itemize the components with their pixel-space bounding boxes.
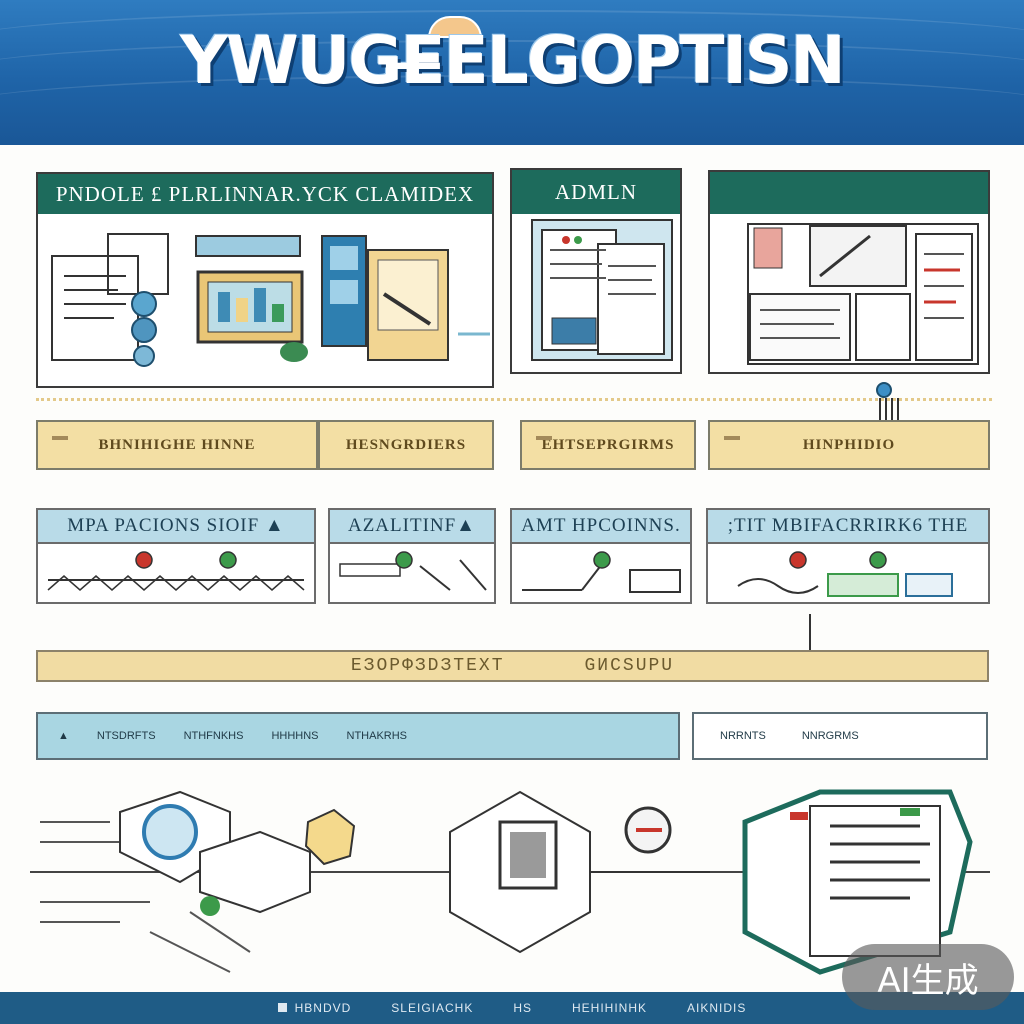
connector-line <box>809 614 811 664</box>
plant-icon <box>280 342 308 362</box>
bar-marker <box>536 436 552 440</box>
user-icon <box>133 345 155 367</box>
banner-wave <box>0 10 1024 70</box>
footer-item: AIKNIDIS <box>687 1001 747 1015</box>
timeline-graphic <box>47 551 305 591</box>
ai-generated-watermark: AI生成 <box>842 944 1014 1010</box>
info-item: NTHAKRHS <box>346 730 408 742</box>
status-bar-2: HESNGRDIERS <box>318 420 494 470</box>
chat-bubble-icon <box>142 804 198 860</box>
bar-marker <box>724 436 740 440</box>
user-icon <box>131 317 157 343</box>
list-card-icon <box>915 233 973 361</box>
metric-card-1: MPA PACIONS SIOIF ▲ <box>36 508 316 604</box>
panel-title: ADMLN <box>512 170 680 214</box>
panel-title: PNDOLE £ PLRLINNAR.YCK CLAMIDEX <box>38 174 492 214</box>
document-icon <box>51 255 139 361</box>
info-bar-right: NRRNTS NNRGRMS <box>692 712 988 760</box>
summary-right: GИCSUPU <box>584 656 675 676</box>
banner-title: YWUGE̶ELGOPTISN <box>180 22 846 99</box>
panel-illustration <box>512 214 680 372</box>
network-diagram <box>30 789 990 975</box>
banner-wave <box>0 40 1024 100</box>
panel-illustration <box>710 214 988 372</box>
footer-item: HEHIHINHK <box>572 1001 648 1015</box>
footer-bar: HBNDVD SLEIGIACHK HS HEHIHINHK AIKNIDIS <box>0 992 1024 1024</box>
status-dot-green <box>869 551 887 569</box>
map-card-icon <box>809 225 907 287</box>
status-dot-green <box>593 551 611 569</box>
hexagon-node <box>304 808 356 866</box>
status-label: EHTSEPRGIRMS <box>541 436 675 453</box>
status-bar-4: HINPHIDIO <box>708 420 990 470</box>
dashboard-illustration <box>747 223 979 365</box>
metric-card-title: AZALITINF▲ <box>330 510 494 544</box>
panel-title <box>710 172 988 214</box>
metric-card-2: AZALITINF▲ <box>328 508 496 604</box>
footer-item: HS <box>513 1001 532 1015</box>
table-card-icon <box>749 293 851 361</box>
status-bar-3: EHTSEPRGIRMS <box>520 420 696 470</box>
status-label: HESNGRDIERS <box>345 436 467 453</box>
chart-card-icon <box>753 227 783 269</box>
status-bar-1: BHNIHIGHE HINNE <box>36 420 318 470</box>
footer-item: SLEIGIACHK <box>391 1001 474 1015</box>
report-illustration <box>531 219 673 361</box>
summary-bar: EЗОРФЗDЗТЕХТ GИCSUPU <box>36 650 989 682</box>
info-item: NTSDRFTS <box>96 730 156 742</box>
metric-card-title: AMT HPCOINNS. <box>512 510 690 544</box>
status-label: BHNIHIGHE HINNE <box>98 436 256 453</box>
metric-card-title: ;TIT MBIFACRRIRK6 THE <box>708 510 988 544</box>
info-bar-left: ▲ NTSDRFTS NTHFNKHS HHHHNS NTHAKRHS <box>36 712 680 760</box>
user-icon <box>200 896 220 916</box>
summary-left: EЗОРФЗDЗТЕХТ <box>350 656 505 676</box>
bar-marker <box>52 436 68 440</box>
panel-illustration <box>38 214 492 386</box>
header-banner: YWUGE̶ELGOPTISN <box>0 0 1024 145</box>
info-item: NTHFNKHS <box>183 730 244 742</box>
footer-item: HBNDVD <box>277 1001 352 1015</box>
section-divider <box>36 398 992 401</box>
info-item: HHHHNS <box>271 730 319 742</box>
info-item: NRRNTS <box>720 730 766 742</box>
metric-card-title: MPA PACIONS SIOIF ▲ <box>38 510 314 544</box>
progress-graphic <box>339 551 487 591</box>
info-item: ▲ <box>58 730 69 742</box>
toolbar-icon <box>195 235 301 257</box>
flow-graphic <box>737 551 953 597</box>
metric-card-3: AMT HPCOINNS. <box>510 508 692 604</box>
hexagon-node <box>199 830 311 914</box>
connector-icon <box>872 382 908 424</box>
workflow-illustration <box>51 233 490 367</box>
panel-admin: ADMLN <box>510 168 682 374</box>
status-dot-red <box>789 551 807 569</box>
status-label: HINPHIDIO <box>802 436 896 453</box>
panel-overview: PNDOLE £ PLRLINNAR.YCK CLAMIDEX <box>36 172 494 388</box>
banner-wave <box>0 75 1024 135</box>
status-dot-green <box>219 551 237 569</box>
status-dot-red <box>135 551 153 569</box>
trend-graphic <box>522 551 681 593</box>
user-icon <box>131 291 157 317</box>
panel-dashboard <box>708 170 990 374</box>
info-item: NNRGRMS <box>801 730 859 742</box>
status-dot-green <box>395 551 413 569</box>
metric-card-4: ;TIT MBIFACRRIRK6 THE <box>706 508 990 604</box>
